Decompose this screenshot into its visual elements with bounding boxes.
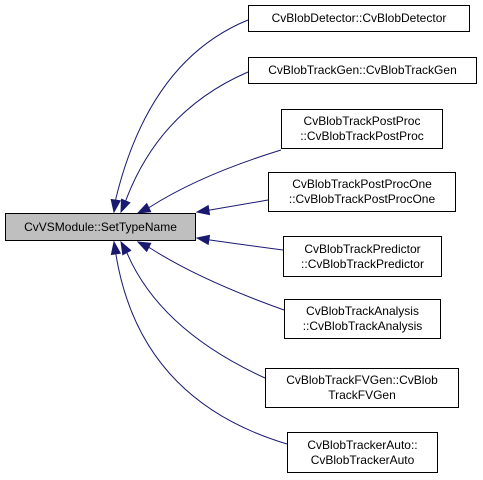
root-node-label: CvVSModule::SetTypeName — [24, 219, 177, 234]
node-blobtrackpostprocone[interactable]: CvBlobTrackPostProcOne ::CvBlobTrackPost… — [268, 172, 456, 212]
node-blobtrackerauto-line-2: CvBlobTrackerAuto — [310, 452, 415, 467]
node-blobdetector[interactable]: CvBlobDetector::CvBlobDetector — [248, 5, 470, 32]
node-blobtrackpredictor[interactable]: CvBlobTrackPredictor ::CvBlobTrackPredic… — [283, 236, 442, 277]
node-blobtrackpostprocone-line-1: CvBlobTrackPostProcOne — [292, 177, 432, 191]
edge-blobtrackpostprocone — [209, 199, 269, 211]
node-blobtrackpostproc-line-2: ::CvBlobTrackPostProc — [300, 129, 424, 143]
node-blobdetector-line-1: CvBlobDetector::CvBlobDetector — [271, 11, 447, 25]
node-blobtrackpostproc-line-1: CvBlobTrackPostProc — [303, 114, 421, 128]
edge-blobdetector — [115, 19, 249, 199]
arrowhead-blobtrackerauto — [110, 240, 122, 256]
edge-blobtrackgen — [125, 71, 249, 201]
node-blobtrackpostprocone-line-2: ::CvBlobTrackPostProcOne — [288, 192, 436, 206]
edge-blobtrackpostproc — [149, 149, 282, 208]
node-blobtrackfvgen-line-2: TrackFVGen — [328, 388, 396, 402]
arrowhead-blobtrackfvgen — [120, 240, 132, 256]
arrowhead-blobtrackanalysis — [136, 241, 152, 253]
arrowhead-blobtrackpostprocone — [195, 204, 211, 216]
node-blobtrackerauto-line-1: CvBlobTrackerAuto:: — [307, 437, 418, 452]
node-blobtrackfvgen[interactable]: CvBlobTrackFVGen::CvBlob TrackFVGen — [265, 368, 459, 408]
node-blobtrackpredictor-line-1: CvBlobTrackPredictor — [304, 241, 421, 256]
node-blobtrackpredictor-line-2: ::CvBlobTrackPredictor — [301, 256, 424, 271]
node-blobtrackanalysis-line-1: CvBlobTrackAnalysis — [306, 304, 419, 318]
node-blobtrackanalysis[interactable]: CvBlobTrackAnalysis ::CvBlobTrackAnalysi… — [284, 299, 441, 339]
arrowhead-blobtrackpostproc — [136, 202, 152, 214]
node-blobtrackfvgen-line-1: CvBlobTrackFVGen::CvBlob — [286, 373, 438, 387]
node-blobtrackpostproc[interactable]: CvBlobTrackPostProc ::CvBlobTrackPostPro… — [281, 109, 443, 149]
node-blobtrackgen-line-1: CvBlobTrackGen::CvBlobTrackGen — [268, 63, 457, 77]
root-node: CvVSModule::SetTypeName — [5, 213, 196, 241]
node-blobtrackgen[interactable]: CvBlobTrackGen::CvBlobTrackGen — [248, 57, 477, 84]
arrowhead-blobtrackpredictor — [195, 234, 211, 246]
arrowhead-blobtrackgen — [120, 198, 131, 214]
node-blobtrackanalysis-line-2: ::CvBlobTrackAnalysis — [302, 319, 423, 333]
edge-blobtrackerauto — [115, 254, 288, 445]
edge-blobtrackfvgen — [126, 252, 266, 379]
edge-blobtrackpredictor — [209, 239, 284, 251]
node-blobtrackerauto[interactable]: CvBlobTrackerAuto:: CvBlobTrackerAuto — [287, 432, 438, 473]
edge-blobtrackanalysis — [149, 247, 285, 311]
arrowhead-blobdetector — [110, 198, 121, 214]
